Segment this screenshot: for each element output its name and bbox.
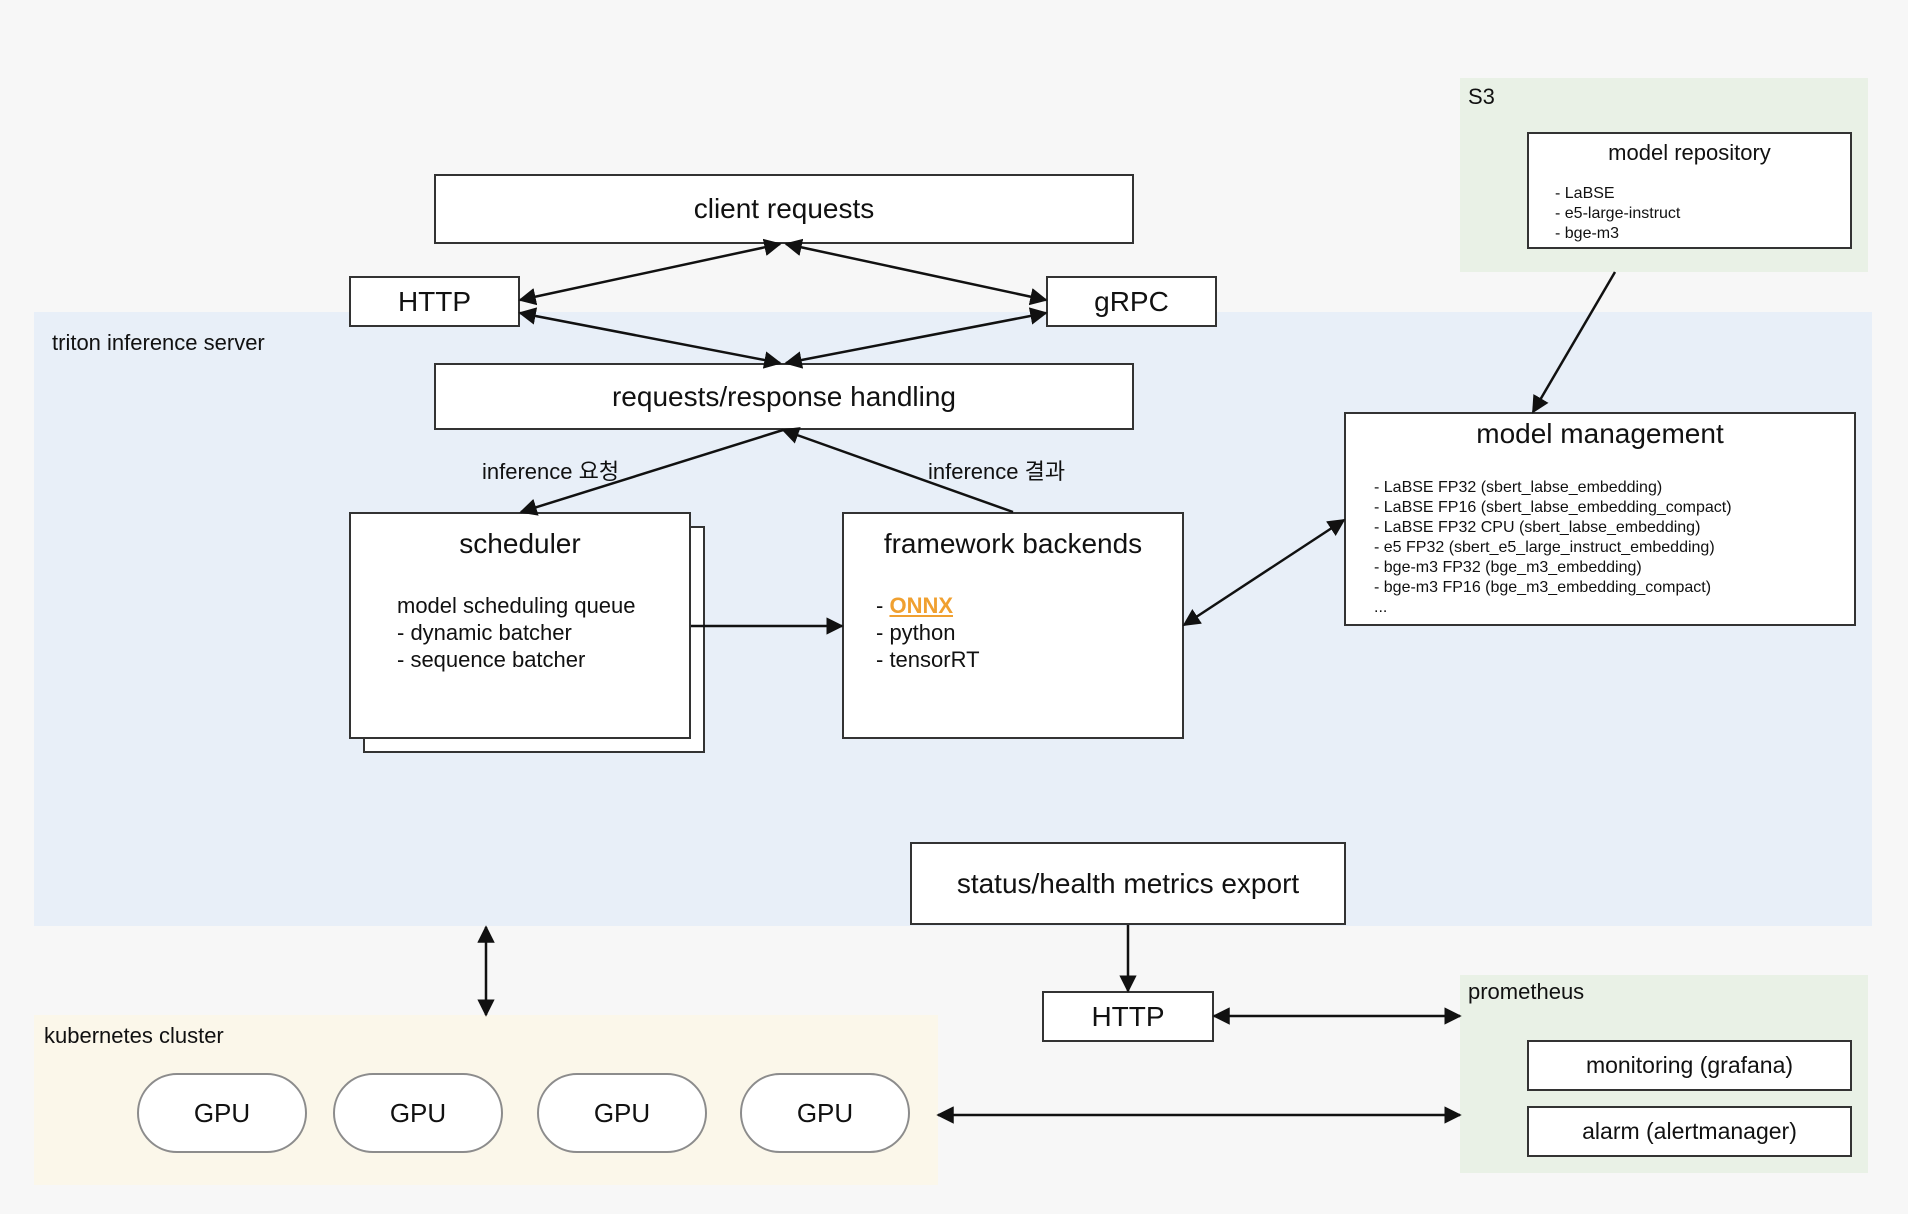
scheduler-title: scheduler [459, 528, 581, 559]
model-entry: - bge-m3 FP32 (bge_m3_embedding) [1374, 559, 1642, 576]
model-management-title: model management [1476, 418, 1724, 449]
inference-request-label: inference 요청 [482, 459, 620, 484]
alarm-box: alarm (alertmanager) [1527, 1106, 1852, 1157]
backend-onnx-prefix: - [876, 593, 890, 618]
gpu-label: GPU [193, 1097, 251, 1128]
repository-entry: - LaBSE [1555, 185, 1615, 202]
framework-backends-title: framework backends [883, 528, 1143, 559]
model-entry: - e5 FP32 (sbert_e5_large_instruct_embed… [1374, 539, 1715, 556]
prometheus-label: prometheus [1468, 979, 1585, 1004]
kubernetes-cluster-label: kubernetes cluster [44, 1023, 224, 1048]
framework-backends-box: framework backends - ONNX - python - ten… [842, 512, 1184, 739]
model-entry: - LaBSE FP32 CPU (sbert_labse_embedding) [1374, 519, 1701, 536]
alarm-title: alarm (alertmanager) [1582, 1118, 1797, 1144]
gpu-node: GPU [137, 1073, 307, 1153]
edge-repository-management [1531, 271, 1617, 414]
backends-lines: - ONNX - python - tensorRT [876, 592, 980, 673]
gpu-node: GPU [740, 1073, 910, 1153]
gpu-label: GPU [389, 1097, 447, 1128]
http-metrics-title: HTTP [1091, 1000, 1165, 1032]
client-requests-box: client requests [434, 174, 1134, 244]
model-management-box: model management - LaBSE FP32 (sbert_lab… [1344, 412, 1856, 626]
onnx-link[interactable]: ONNX [889, 593, 954, 618]
edge-grpc-handling [784, 307, 1048, 369]
edge-backends-management [1182, 518, 1346, 627]
grpc-title: gRPC [1094, 285, 1169, 317]
repository-entry: - e5-large-instruct [1555, 205, 1681, 222]
scheduler-line: - dynamic batcher [397, 620, 572, 645]
s3-label: S3 [1468, 84, 1495, 109]
edge-client-grpc [784, 238, 1048, 306]
triton-server-label: triton inference server [52, 330, 265, 355]
metrics-export-box: status/health metrics export [910, 842, 1346, 925]
edge-client-http [518, 238, 782, 306]
http-top-box: HTTP [349, 276, 520, 327]
model-repository-box: model repository - LaBSE - e5-large-inst… [1527, 132, 1852, 249]
edge-http-handling [518, 307, 782, 369]
edge-handling-scheduler [519, 428, 784, 516]
http-top-title: HTTP [397, 285, 472, 317]
model-management-lines: - LaBSE FP32 (sbert_labse_embedding) - L… [1374, 478, 1732, 618]
backend-line: - tensorRT [876, 647, 980, 672]
model-entry: - LaBSE FP32 (sbert_labse_embedding) [1374, 479, 1663, 496]
scheduler-lines: model scheduling queue - dynamic batcher… [397, 592, 636, 673]
repository-entry: - bge-m3 [1555, 225, 1620, 242]
edge-backends-handling [781, 427, 1014, 514]
request-handling-box: requests/response handling [434, 363, 1134, 430]
scheduler-box: scheduler model scheduling queue - dynam… [349, 512, 691, 739]
model-entry: - bge-m3 FP16 (bge_m3_embedding_compact) [1374, 579, 1712, 596]
backend-line: - python [876, 620, 956, 645]
backend-onnx-item: - ONNX [876, 592, 980, 619]
model-repository-title: model repository [1608, 140, 1771, 165]
monitoring-title: monitoring (grafana) [1585, 1052, 1794, 1078]
model-entry: - LaBSE FP16 (sbert_labse_embedding_comp… [1374, 499, 1732, 516]
scheduler-line: - sequence batcher [397, 647, 586, 672]
monitoring-box: monitoring (grafana) [1527, 1040, 1852, 1091]
gpu-node: GPU [333, 1073, 503, 1153]
grpc-box: gRPC [1046, 276, 1217, 327]
inference-result-label: inference 결과 [928, 459, 1066, 484]
gpu-label: GPU [796, 1097, 854, 1128]
gpu-label: GPU [593, 1097, 651, 1128]
request-handling-title: requests/response handling [611, 380, 956, 412]
client-requests-title: client requests [693, 193, 875, 224]
model-entry: ... [1374, 599, 1388, 616]
metrics-export-title: status/health metrics export [956, 867, 1300, 899]
model-repository-lines: - LaBSE - e5-large-instruct - bge-m3 [1555, 184, 1680, 244]
scheduler-line: model scheduling queue [397, 593, 636, 618]
gpu-node: GPU [537, 1073, 707, 1153]
